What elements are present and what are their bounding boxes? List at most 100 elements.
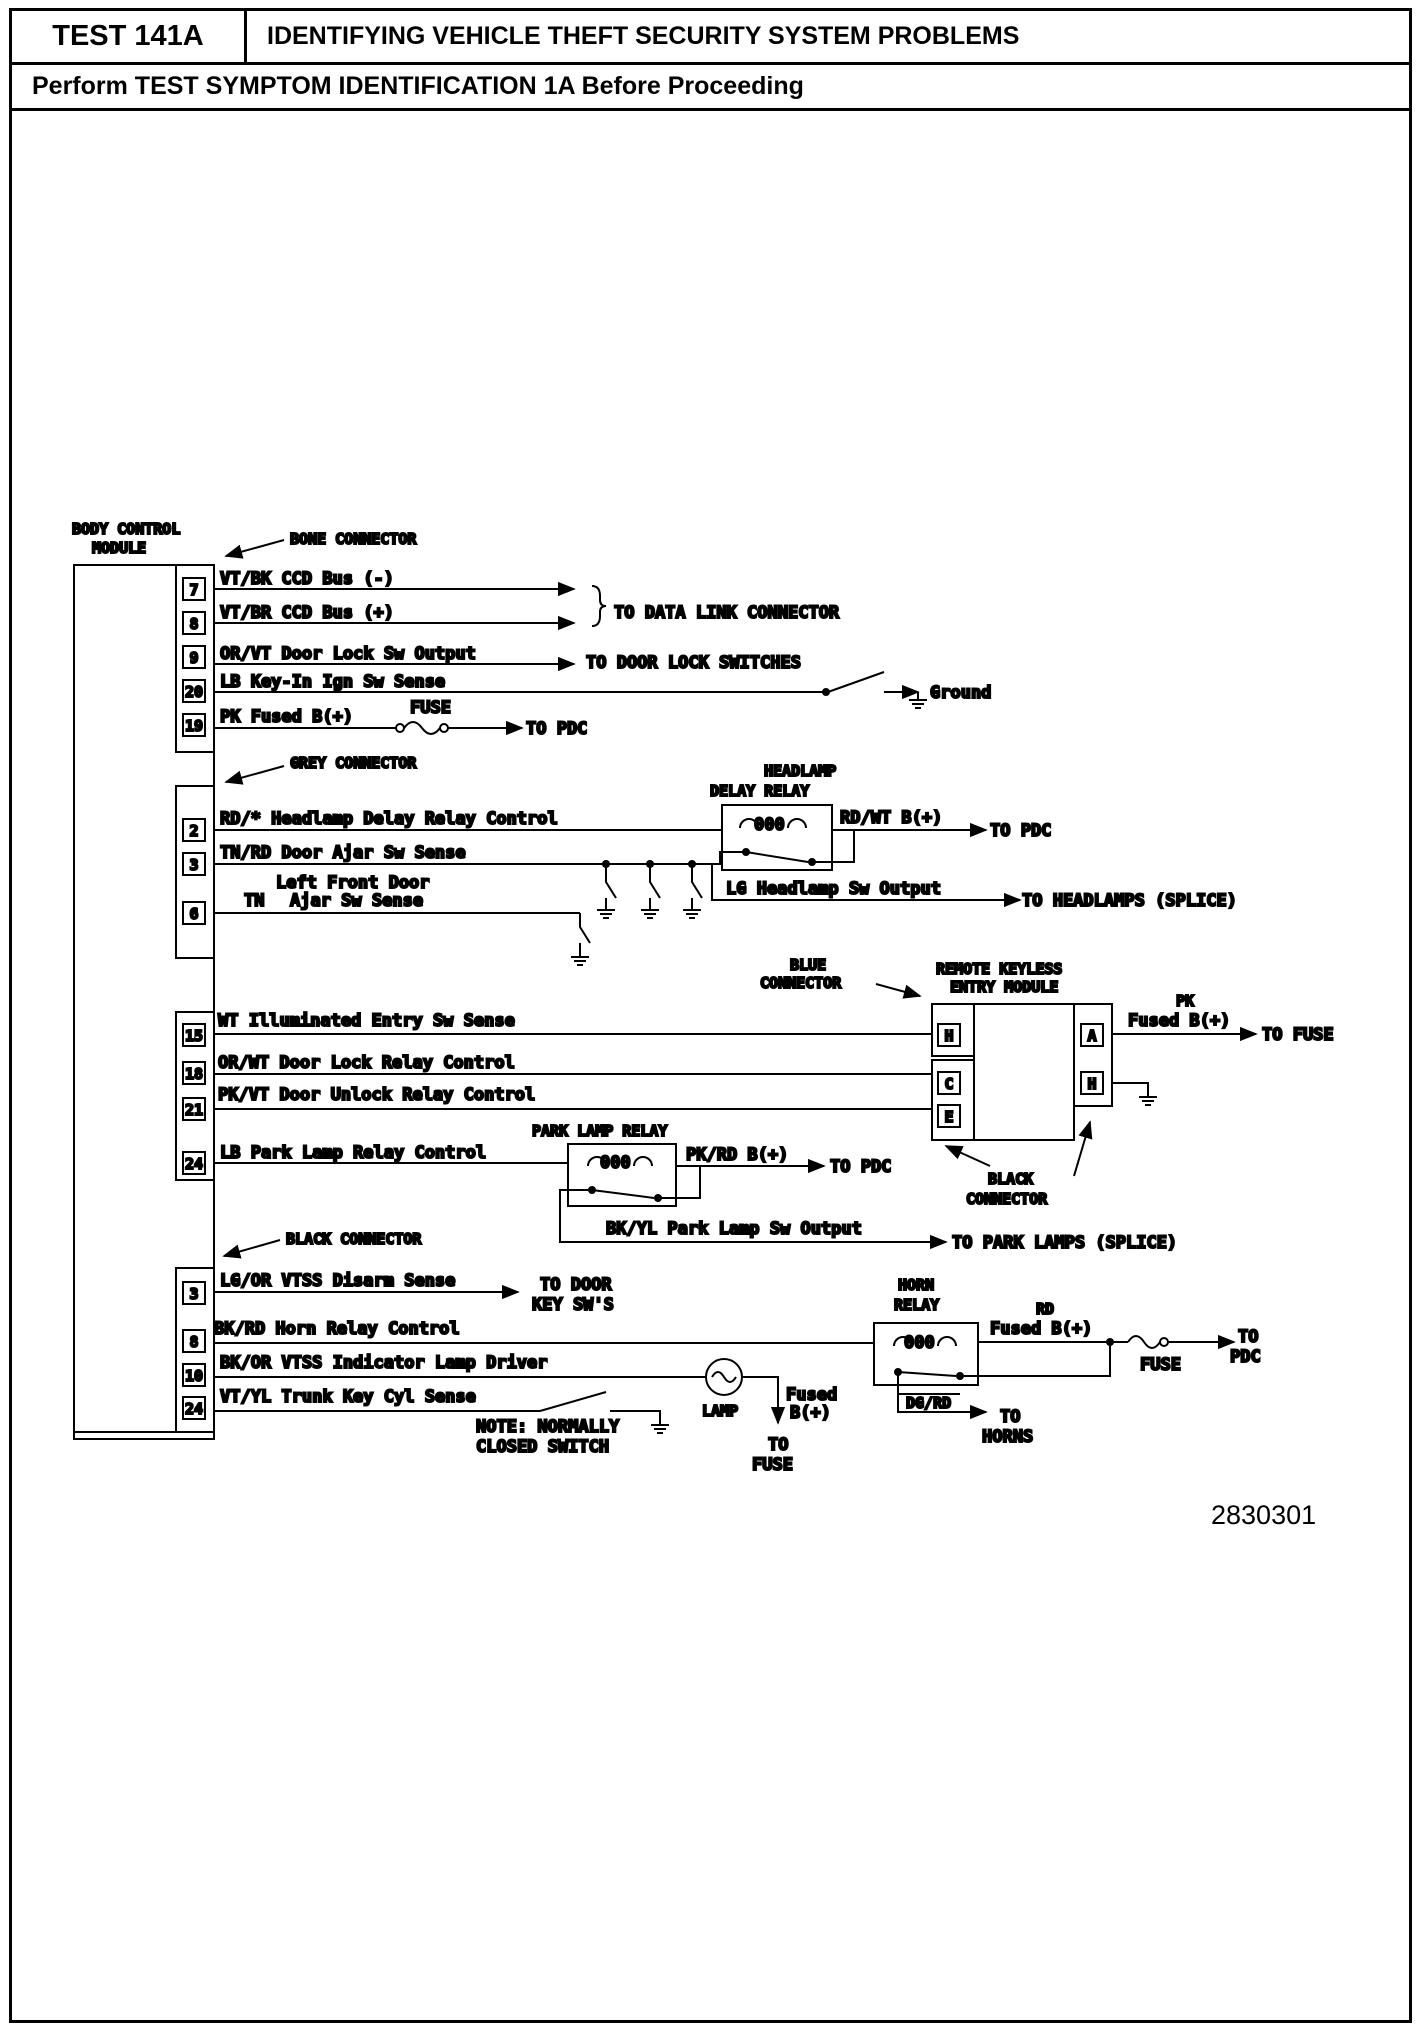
relay-label: HORN [898,1276,934,1294]
pin-number: 24 [185,1400,203,1418]
destination-label: HORNS [982,1427,1033,1447]
destination-label: TO PDC [526,719,587,739]
test-title: IDENTIFYING VEHICLE THEFT SECURITY SYSTE… [267,22,1020,50]
connector-title: BLACK CONNECTOR [286,1230,422,1248]
blue-connector: BLUE CONNECTOR REMOTE KEYLESS ENTRY MODU… [175,955,1335,1254]
connector-label: BLACK [988,1170,1033,1188]
destination-label: TO [1238,1327,1258,1347]
pin-box [937,1071,961,1095]
note-label: CLOSED SWITCH [476,1437,609,1457]
header-row: TEST 141A IDENTIFYING VEHICLE THEFT SECU… [12,11,1409,65]
pin-box [937,1104,961,1128]
wire-label: B(+) [790,1403,831,1423]
pin-box [182,1396,206,1420]
pin-box [182,901,206,925]
pin-box [182,818,206,842]
headlamp-delay-relay [721,804,833,871]
lamp-label: LAMP [702,1402,738,1420]
fuse-label: FUSE [1140,1355,1181,1375]
wire-label: TN [244,891,264,911]
destination-label: TO FUSE [1262,1025,1334,1045]
wire-label: RD/* Headlamp Delay Relay Control [220,809,558,829]
destination-label: FUSE [752,1455,793,1475]
pin-box [182,679,206,703]
trunk-key-switch [539,1391,607,1412]
pin-number: 6 [189,905,198,923]
pin-number: 2 [189,822,198,840]
pin-number: 3 [189,1285,198,1303]
pin-box [182,1023,206,1047]
destination-label: KEY SW'S [532,1295,614,1315]
pin-box [182,1329,206,1353]
door-switch-label: Ajar Sw Sense [290,891,423,911]
key-in-switch [827,671,885,693]
destination-label: TO [1000,1407,1020,1427]
pin-box [182,1281,206,1305]
pin-number: 18 [185,1065,203,1083]
relay-output-label: RD/WT B(+) [840,808,942,828]
relay-label: DELAY RELAY [710,782,809,800]
wire-label: PK/VT Door Unlock Relay Control [218,1085,535,1105]
connector-label: BLUE [790,956,826,974]
pin-number: 21 [185,1101,203,1119]
module-label: BODY CONTROL [72,520,180,538]
destination-label: TO DOOR [540,1275,612,1295]
pin-box [182,1097,206,1121]
wire-label: LG/OR VTSS Disarm Sense [220,1271,455,1291]
pin-number: A [1087,1027,1096,1045]
destination-label: TO PDC [830,1157,891,1177]
wire-label: PK Fused B(+) [220,707,353,727]
pin-number: E [944,1108,953,1126]
pin-number: 8 [189,1333,198,1351]
park-lamp-relay [567,1143,677,1207]
pin-number: H [944,1027,953,1045]
ground-icon [1138,1088,1158,1106]
wire-label: TN/RD Door Ajar Sw Sense [220,843,466,863]
wire-label: Fused [786,1385,837,1405]
test-id: TEST 141A [12,11,247,62]
relay-label: RELAY [894,1296,939,1314]
wire-label: DG/RD [906,1394,951,1412]
ground-icon [596,901,616,919]
pin-box [182,1061,206,1085]
wire-label: Fused B(+) [1128,1011,1230,1031]
bone-connector: BONE CONNECTOR 7 8 9 20 19 VT/BK CCD Bus… [175,529,992,753]
pin-box [182,852,206,876]
black-connector: BLACK CONNECTOR 3 8 10 24 LG/OR VTSS Dis… [175,1229,1262,1476]
relay-label: HEADLAMP [764,762,836,780]
wire-label: LB Park Lamp Relay Control [220,1143,486,1163]
wire-label: Fused B(+) [990,1319,1092,1339]
pin-number: 15 [185,1027,203,1045]
pin-number: 9 [189,649,198,667]
pin-box [182,645,206,669]
destination-label: TO DOOR LOCK SWITCHES [586,653,801,673]
door-switch-label: Left Front Door [276,873,430,893]
rke-module-label: ENTRY MODULE [950,978,1058,996]
pin-number: C [944,1075,953,1093]
wire-label: LB Key-In Ign Sw Sense [220,672,445,692]
relay-label: PARK LAMP RELAY [532,1122,667,1140]
relay-coil: 000 [600,1153,631,1173]
destination-label: TO PARK LAMPS (SPLICE) [952,1233,1177,1253]
horn-relay [873,1322,979,1386]
pin-box [182,713,206,737]
note-label: NOTE: NORMALLY [476,1417,620,1437]
pin-box [182,611,206,635]
pin-number: 8 [189,615,198,633]
body-control-module: BODY CONTROL MODULE [71,519,215,1440]
wire-label: BK/OR VTSS Indicator Lamp Driver [220,1353,548,1373]
ground-icon [650,1416,670,1434]
figure-number: 2830301 [1211,1500,1317,1530]
wire-label: VT/BR CCD Bus (+) [220,603,394,623]
fuse-label: FUSE [410,698,451,718]
ground-icon [908,691,928,709]
fuse-icon [1127,1335,1161,1349]
relay-coil: 000 [904,1333,935,1353]
destination-label: TO DATA LINK CONNECTOR [614,603,840,623]
pin-box [182,577,206,601]
relay-output-label: PK/RD B(+) [686,1145,788,1165]
ground-icon [570,948,590,966]
ground-label: Ground [930,683,991,703]
wire-label: VT/BK CCD Bus (-) [220,569,394,589]
